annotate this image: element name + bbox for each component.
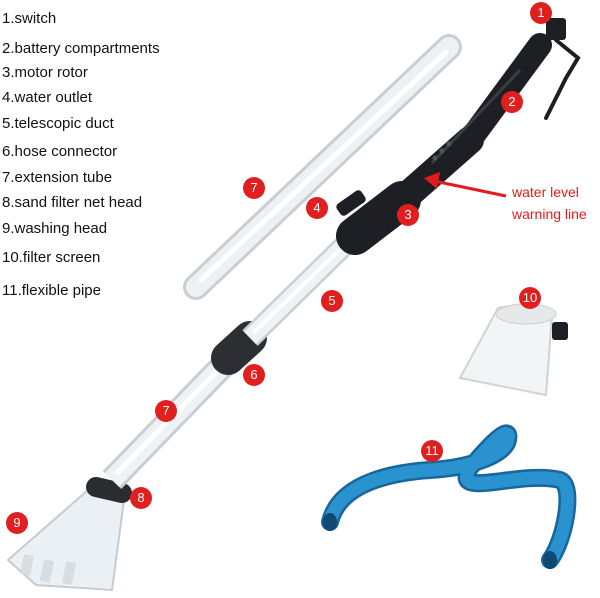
- warning-arrow: [424, 172, 507, 198]
- callout-outlet: 4: [306, 197, 328, 219]
- callout-motor: 3: [397, 204, 419, 226]
- legend-item-tube: 7.extension tube: [2, 169, 113, 186]
- callout-battery: 2: [501, 91, 523, 113]
- callout-tube-bottom: 7: [155, 400, 177, 422]
- main-tube: [6, 228, 362, 592]
- callout-filter-screen: 10: [519, 287, 541, 309]
- callout-washing-head: 9: [6, 512, 28, 534]
- legend-item-duct: 5.telescopic duct: [2, 115, 114, 132]
- callout-hose-connector: 6: [243, 364, 265, 386]
- flexible-hose: [321, 424, 577, 569]
- callout-duct: 5: [321, 290, 343, 312]
- callout-tube-top: 7: [243, 177, 265, 199]
- legend-item-battery: 2.battery compartments: [2, 40, 160, 57]
- callout-switch: 1: [530, 2, 552, 24]
- legend-item-outlet: 4.water outlet: [2, 89, 93, 106]
- legend-item-motor: 3.motor rotor: [2, 64, 88, 81]
- filter-screen: [458, 303, 568, 397]
- legend-item-screen: 10.filter screen: [2, 249, 101, 266]
- legend-item-switch: 1.switch: [2, 10, 57, 27]
- callout-flexible-pipe: 11: [421, 440, 443, 462]
- warning-line-2: warning line: [512, 206, 587, 222]
- callout-sand-filter: 8: [130, 487, 152, 509]
- warning-label: water level warning line: [512, 181, 587, 225]
- legend-item-connector: 6.hose connector: [2, 143, 118, 160]
- extension-tube-spare: [183, 34, 462, 300]
- legend-item-washing: 9.washing head: [2, 220, 108, 237]
- legend-item-sand: 8.sand filter net head: [2, 194, 143, 211]
- warning-line-1: water level: [512, 184, 579, 200]
- legend-item-pipe: 11.flexible pipe: [2, 282, 101, 299]
